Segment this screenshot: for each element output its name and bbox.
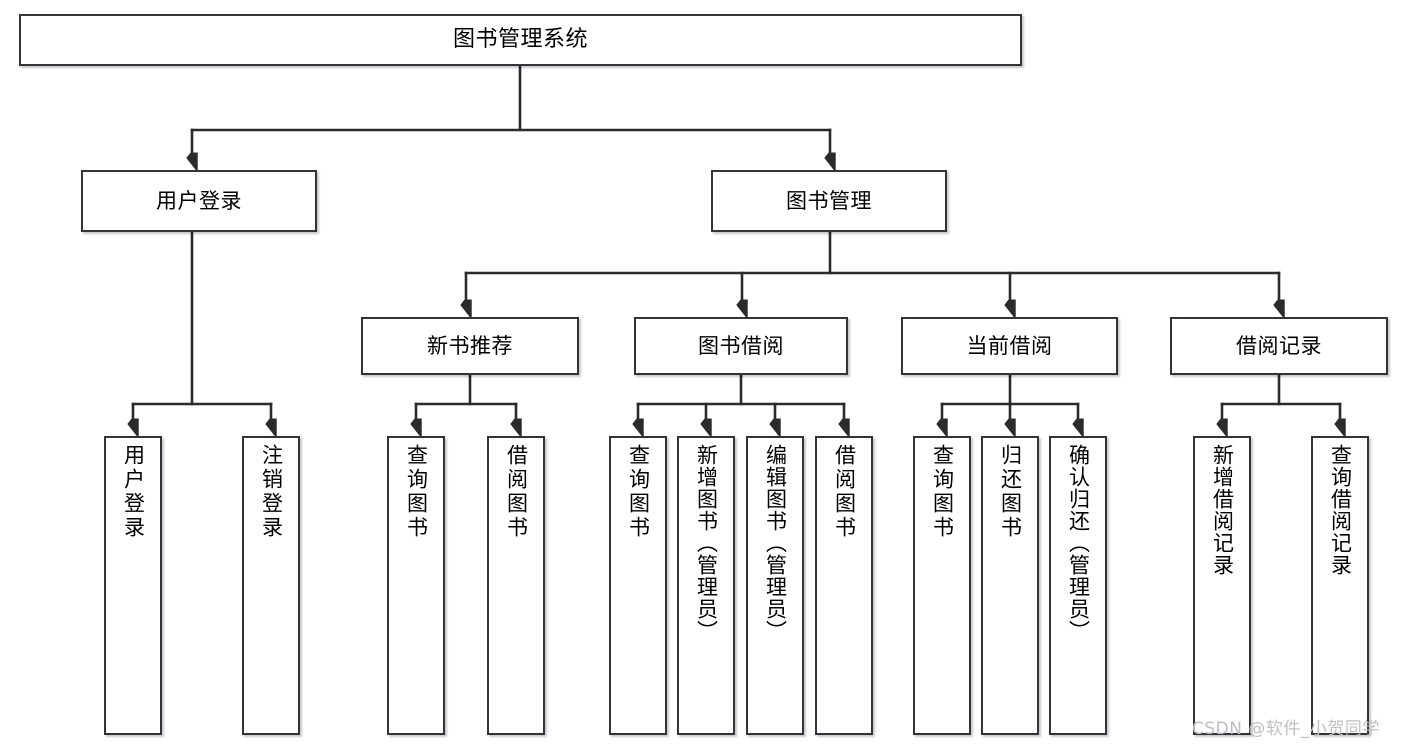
node-borrow-record[interactable]: 借阅记录 bbox=[1170, 317, 1388, 375]
node-leaf-query-book-1-label: 查询图书 bbox=[404, 444, 429, 540]
node-user-login-label: 用户登录 bbox=[156, 188, 242, 213]
node-user-login[interactable]: 用户登录 bbox=[81, 170, 317, 232]
node-leaf-borrow-book-1-label: 借阅图书 bbox=[504, 444, 529, 540]
node-leaf-borrow-book-1[interactable]: 借阅图书 bbox=[487, 436, 545, 735]
node-leaf-query-book-3[interactable]: 查询图书 bbox=[913, 436, 971, 735]
node-leaf-add-record-label: 新增借阅记录 bbox=[1210, 444, 1235, 576]
node-borrow-record-label: 借阅记录 bbox=[1236, 333, 1322, 358]
node-book-borrow[interactable]: 图书借阅 bbox=[634, 317, 848, 375]
node-leaf-query-book-2[interactable]: 查询图书 bbox=[609, 436, 667, 735]
node-root-label: 图书管理系统 bbox=[452, 27, 588, 53]
node-leaf-confirm-return-label: 确认归还（管理员） bbox=[1066, 444, 1091, 642]
node-leaf-add-record[interactable]: 新增借阅记录 bbox=[1193, 436, 1251, 735]
node-leaf-query-book-3-label: 查询图书 bbox=[930, 444, 955, 540]
node-leaf-edit-book-label: 编辑图书（管理员） bbox=[763, 444, 788, 642]
node-leaf-user-login[interactable]: 用户登录 bbox=[104, 436, 162, 735]
csdn-watermark: CSDN @软件_小贺同学 bbox=[1192, 719, 1380, 739]
node-leaf-return-book[interactable]: 归还图书 bbox=[981, 436, 1039, 735]
node-current-borrow-label: 当前借阅 bbox=[966, 333, 1053, 358]
node-leaf-confirm-return[interactable]: 确认归还（管理员） bbox=[1049, 436, 1107, 735]
node-book-borrow-label: 图书借阅 bbox=[698, 333, 784, 358]
node-new-book-rec-label: 新书推荐 bbox=[427, 333, 513, 358]
node-root[interactable]: 图书管理系统 bbox=[19, 14, 1022, 66]
node-leaf-user-logout-label: 注销登录 bbox=[259, 444, 284, 540]
node-current-borrow[interactable]: 当前借阅 bbox=[901, 317, 1118, 375]
node-leaf-query-record[interactable]: 查询借阅记录 bbox=[1311, 436, 1369, 735]
node-leaf-query-record-label: 查询借阅记录 bbox=[1328, 444, 1353, 576]
node-new-book-rec[interactable]: 新书推荐 bbox=[361, 317, 579, 375]
node-leaf-add-book-label: 新增图书（管理员） bbox=[694, 444, 719, 642]
node-leaf-user-logout[interactable]: 注销登录 bbox=[242, 436, 300, 735]
node-leaf-return-book-label: 归还图书 bbox=[998, 444, 1023, 540]
node-leaf-borrow-book-2[interactable]: 借阅图书 bbox=[815, 436, 873, 735]
node-book-manage[interactable]: 图书管理 bbox=[711, 170, 947, 232]
node-leaf-borrow-book-2-label: 借阅图书 bbox=[832, 444, 857, 540]
node-leaf-query-book-2-label: 查询图书 bbox=[626, 444, 651, 540]
node-leaf-add-book[interactable]: 新增图书（管理员） bbox=[677, 436, 735, 735]
node-book-manage-label: 图书管理 bbox=[786, 188, 872, 213]
node-leaf-user-login-label: 用户登录 bbox=[121, 444, 146, 540]
node-leaf-query-book-1[interactable]: 查询图书 bbox=[387, 436, 445, 735]
node-leaf-edit-book[interactable]: 编辑图书（管理员） bbox=[746, 436, 804, 735]
